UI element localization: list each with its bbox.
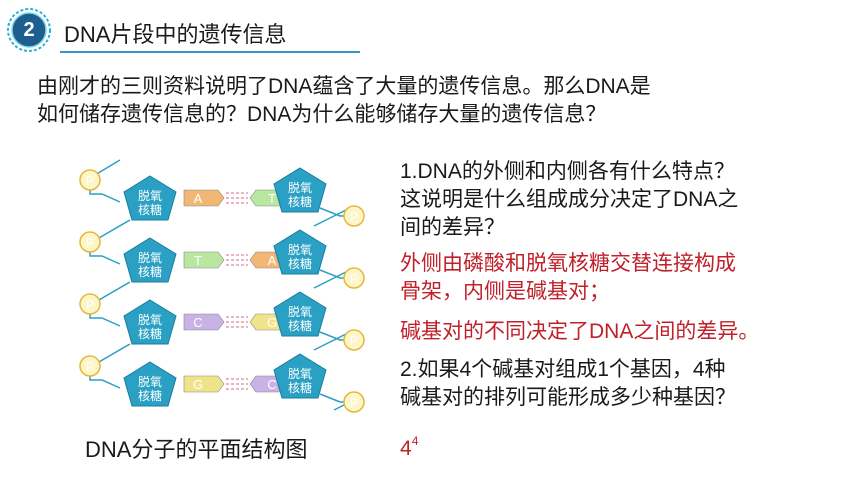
section-number: 2 bbox=[23, 19, 35, 41]
question-2-line-2: 碱基对的排列可能形成多少种基因？ bbox=[400, 386, 736, 409]
sugar-right-3 bbox=[273, 291, 327, 337]
sugar-left-label-b-4: 核糖 bbox=[138, 388, 162, 403]
answer-2-line-1: 碱基对的不同决定了DNA之间的差异。 bbox=[400, 320, 760, 343]
sugar-left-2 bbox=[123, 237, 177, 283]
base-left-3 bbox=[183, 313, 225, 331]
phosphate-right-label-3: P bbox=[350, 334, 358, 348]
base-right-label-2: A bbox=[268, 253, 277, 268]
sugar-right-label-a-2: 脱氧 bbox=[288, 242, 312, 257]
phosphate-left-3 bbox=[79, 293, 101, 315]
answer-1-line-2: 骨架，内侧是碱基对； bbox=[400, 280, 610, 303]
phosphate-left-label-4: P bbox=[86, 360, 94, 374]
sugar-right-label-b-4: 核糖 bbox=[288, 380, 312, 395]
base-left-label-1: A bbox=[194, 191, 203, 206]
sugar-right-4 bbox=[273, 353, 327, 399]
answer-1-line-1: 外侧由磷酸和脱氧核糖交替连接构成 bbox=[400, 252, 736, 275]
base-left-2 bbox=[183, 251, 225, 269]
base-left-1 bbox=[183, 189, 225, 207]
question-1-line-2: 这说明是什么组成成分决定了DNA之 bbox=[400, 188, 739, 211]
sugar-right-label-b-1: 核糖 bbox=[288, 194, 312, 209]
phosphate-right-3 bbox=[343, 329, 365, 351]
phosphate-right-label-2: P bbox=[350, 272, 358, 286]
base-right-label-1: T bbox=[268, 191, 276, 206]
answer-power: 44 bbox=[400, 434, 419, 461]
phosphate-right-1 bbox=[343, 205, 365, 227]
title-underline bbox=[60, 51, 360, 53]
phosphate-left-label-2: P bbox=[86, 236, 94, 250]
sugar-right-label-b-3: 核糖 bbox=[288, 318, 312, 333]
question-2-line-1: 2.如果4个碱基对组成1个基因，4种 bbox=[400, 358, 726, 381]
sugar-right-2 bbox=[273, 229, 327, 275]
sugar-left-label-a-3: 脱氧 bbox=[138, 312, 162, 327]
intro-paragraph: 由刚才的三则资料说明了DNA蕴含了大量的遗传信息。那么DNA是 如何储存遗传信息… bbox=[37, 73, 837, 129]
sugar-left-1 bbox=[123, 175, 177, 221]
sugar-left-label-b-3: 核糖 bbox=[138, 326, 162, 341]
intro-line-1: 由刚才的三则资料说明了DNA蕴含了大量的遗传信息。那么DNA是 bbox=[37, 75, 651, 98]
sugar-left-label-a-2: 脱氧 bbox=[138, 250, 162, 265]
intro-line-2: 如何储存遗传信息的？DNA为什么能够储存大量的遗传信息？ bbox=[37, 103, 607, 126]
sugar-left-label-b-2: 核糖 bbox=[138, 264, 162, 279]
phosphate-left-1 bbox=[79, 169, 101, 191]
phosphate-right-2 bbox=[343, 267, 365, 289]
base-left-label-4: G bbox=[193, 377, 203, 392]
phosphate-left-4 bbox=[79, 355, 101, 377]
phosphate-left-2 bbox=[79, 231, 101, 253]
question-1-line-3: 间的差异？ bbox=[400, 216, 505, 239]
qa-panel: 1.DNA的外侧和内侧各有什么特点？ 这说明是什么组成成分决定了DNA之 间的差… bbox=[400, 158, 840, 412]
sugar-right-1 bbox=[273, 167, 327, 213]
phosphate-right-label-1: P bbox=[350, 210, 358, 224]
base-left-4 bbox=[183, 375, 225, 393]
sugar-right-label-b-2: 核糖 bbox=[288, 256, 312, 271]
answer-base: 4 bbox=[400, 437, 412, 460]
sugar-left-label-b-1: 核糖 bbox=[138, 202, 162, 217]
phosphate-right-label-4: P bbox=[350, 396, 358, 410]
base-left-label-3: C bbox=[193, 315, 202, 330]
section-badge-icon bbox=[7, 8, 51, 52]
base-left-label-2: T bbox=[194, 253, 202, 268]
phosphate-left-label-3: P bbox=[86, 298, 94, 312]
sugar-right-label-a-3: 脱氧 bbox=[288, 304, 312, 319]
sugar-left-4 bbox=[123, 361, 177, 407]
sugar-left-label-a-4: 脱氧 bbox=[138, 374, 162, 389]
answer-exponent: 4 bbox=[411, 434, 419, 448]
diagram-caption: DNA分子的平面结构图 bbox=[85, 437, 308, 462]
sugar-right-label-a-4: 脱氧 bbox=[288, 366, 312, 381]
section-title: DNA片段中的遗传信息 bbox=[64, 22, 287, 47]
sugar-left-3 bbox=[123, 299, 177, 345]
sugar-left-label-a-1: 脱氧 bbox=[138, 188, 162, 203]
base-right-label-4: C bbox=[267, 377, 276, 392]
phosphate-right-4 bbox=[343, 391, 365, 413]
question-1-line-1: 1.DNA的外侧和内侧各有什么特点？ bbox=[400, 160, 735, 183]
phosphate-left-label-1: P bbox=[86, 174, 94, 188]
sugar-right-label-a-1: 脱氧 bbox=[288, 180, 312, 195]
section-header: 2 DNA片段中的遗传信息 bbox=[0, 0, 860, 62]
base-right-label-3: G bbox=[267, 315, 277, 330]
